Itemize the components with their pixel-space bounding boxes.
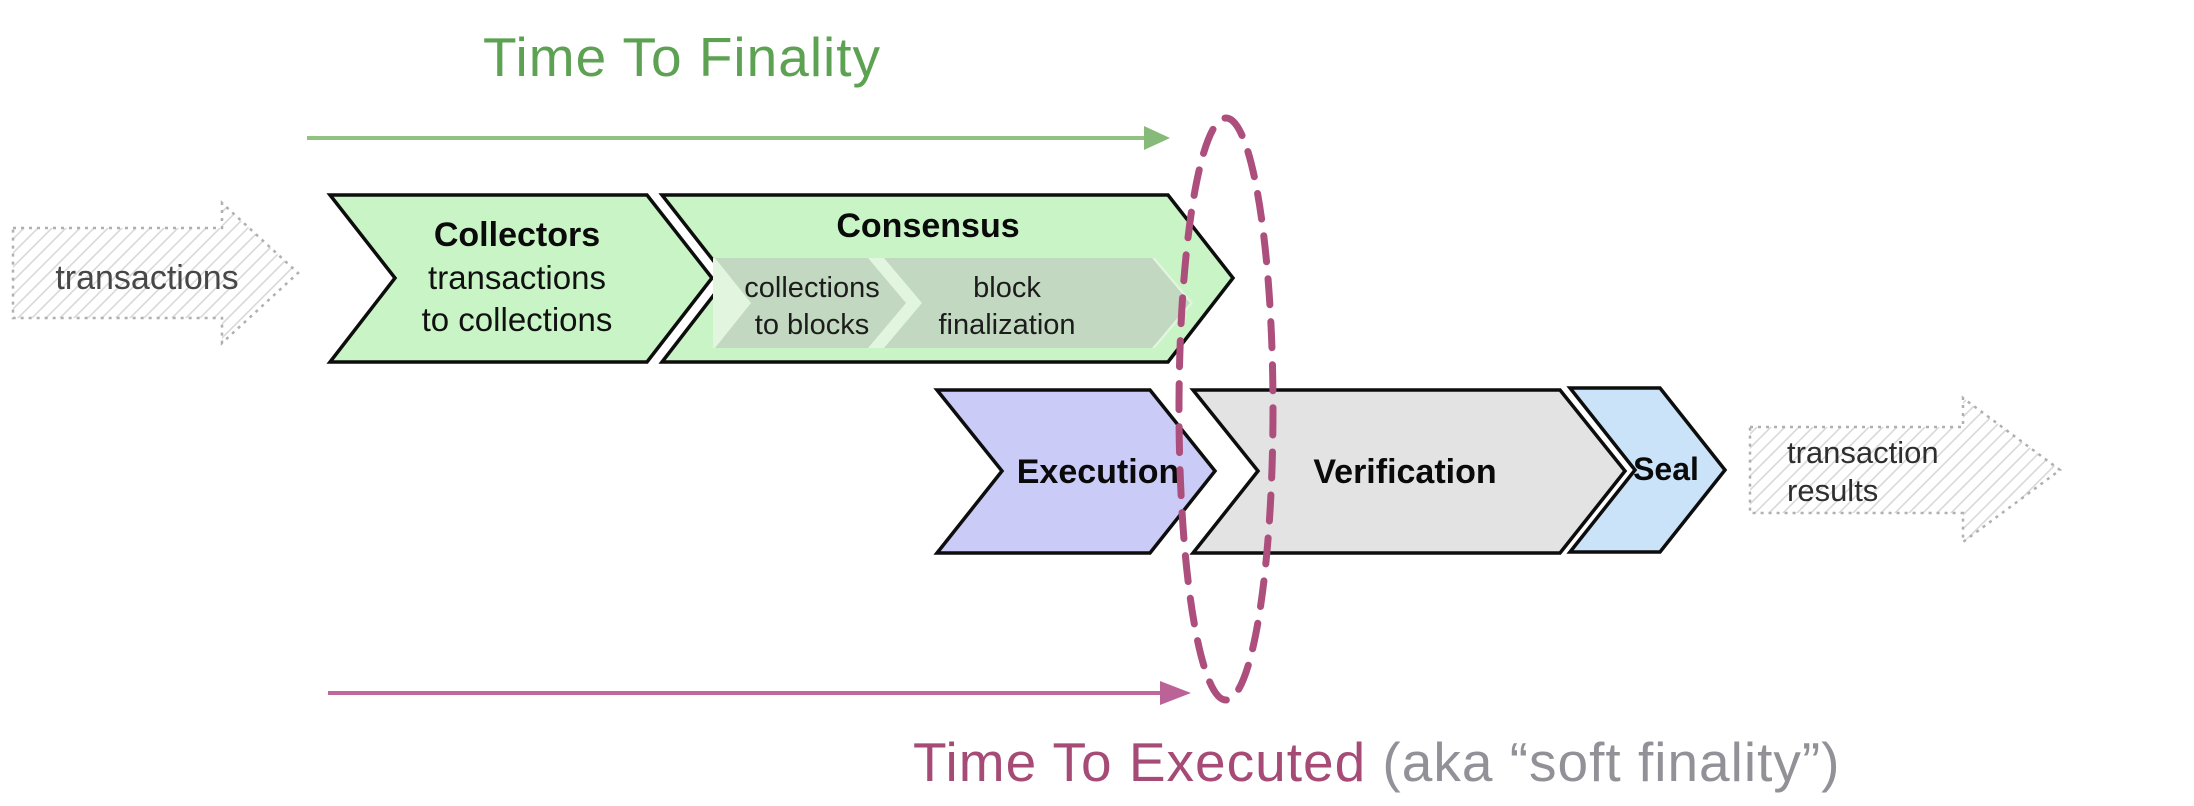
- time-to-finality-title: Time To Finality: [483, 26, 881, 88]
- block-finalization-subchevron: [884, 258, 1190, 348]
- transaction-results-line1: transaction: [1787, 435, 1939, 470]
- execution-title: Execution: [1017, 453, 1179, 491]
- subchevron1-line2: to blocks: [755, 309, 869, 341]
- verification-title: Verification: [1313, 453, 1496, 491]
- verification-chevron: [1189, 388, 1628, 555]
- collectors-line2: to collections: [422, 301, 613, 338]
- subchevron2-line1: block: [973, 272, 1041, 304]
- transaction-results-line2: results: [1787, 473, 1878, 508]
- subchevron1-line1: collections: [744, 272, 879, 304]
- transactions-input-arrow-icon: [11, 200, 300, 346]
- collectors-chevron: [326, 193, 715, 364]
- seal-title: Seal: [1633, 451, 1699, 487]
- soft-finality-suffix: (aka “soft finality”): [1366, 731, 1840, 793]
- transaction-results-output-arrow-icon: [1748, 395, 2063, 545]
- executed-arrowhead-icon: [1160, 681, 1191, 705]
- execution-chevron: [933, 388, 1218, 555]
- collections-to-blocks-subchevron: [715, 258, 906, 348]
- time-to-executed-label: Time To Executed: [913, 731, 1366, 793]
- finality-arrowhead-icon: [1144, 126, 1170, 150]
- seal-chevron: [1566, 386, 1728, 554]
- subchevron2-line2: finalization: [938, 309, 1075, 341]
- soft-finality-ellipse: [1175, 114, 1277, 704]
- transactions-input-label: transactions: [55, 259, 238, 297]
- collectors-line1: transactions: [428, 259, 606, 296]
- consensus-title: Consensus: [836, 207, 1019, 245]
- collectors-title: Collectors: [434, 216, 600, 254]
- time-to-executed-title: Time To Executed (aka “soft finality”): [913, 731, 1840, 793]
